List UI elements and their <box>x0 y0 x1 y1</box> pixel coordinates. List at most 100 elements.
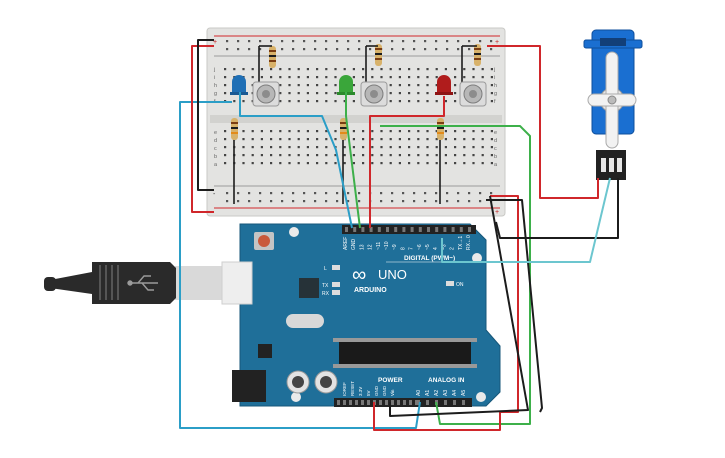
power-pin-label: 5V <box>366 390 371 396</box>
atmega-chip <box>339 340 471 366</box>
red-wire-left-rail <box>191 45 214 213</box>
row-letter: d <box>214 138 217 144</box>
digital-section-label: DIGITAL (PWM~) <box>404 255 455 262</box>
mount-hole <box>291 392 301 402</box>
arduino-uno-board[interactable]: DIGITAL (PWM~) POWER ANALOG IN ∞ UNO ARD… <box>221 223 501 407</box>
row-letter: b <box>214 154 217 160</box>
power-pin-label: Vin <box>390 389 395 396</box>
power-jack <box>232 370 266 402</box>
power-pin-label: IOREF <box>342 382 347 396</box>
row-letter: j <box>213 67 215 73</box>
row-letter: c <box>494 146 497 152</box>
digital-pin-label: ~11 <box>376 242 382 250</box>
resistor[interactable] <box>269 46 276 68</box>
analog-section-label: ANALOG IN <box>428 377 465 384</box>
digital-pin-label: ~5 <box>425 244 431 250</box>
analog-pin-label: A0 <box>416 390 422 396</box>
power-pin-label: 3.3V <box>358 387 363 396</box>
power-pin-label: RESET <box>350 381 355 396</box>
power-header[interactable] <box>370 398 420 407</box>
red-led[interactable] <box>435 75 453 95</box>
analog-pin-label: A1 <box>425 390 431 396</box>
digital-pin-label: 8 <box>400 247 406 250</box>
row-letter: e <box>214 130 217 136</box>
usb-icon <box>127 275 158 291</box>
digital-pin-label: ~9 <box>392 244 398 250</box>
analog-pin-label: A4 <box>452 390 458 396</box>
black-wire-left-rail <box>197 39 214 191</box>
digital-pin-label: ~10 <box>384 241 390 250</box>
rail-plus-label-right: + <box>495 39 499 46</box>
potentiometer[interactable] <box>360 81 388 107</box>
row-letter: j <box>493 67 495 73</box>
mount-hole <box>289 227 299 237</box>
micro-servo[interactable] <box>583 29 643 180</box>
green-wire <box>345 92 361 229</box>
reset-button[interactable] <box>258 235 270 247</box>
rail-plus-label-bottom: + <box>495 209 499 216</box>
digital-pin-label: RX←0 <box>466 235 472 250</box>
usb-cable[interactable] <box>44 261 253 305</box>
rail-minus-label: - <box>213 191 216 198</box>
analog-pin-label: A5 <box>461 390 467 396</box>
tx-led <box>332 282 340 287</box>
resistor[interactable] <box>231 118 238 140</box>
row-letter: g <box>214 91 217 97</box>
black-wire-servo-gnd <box>495 178 619 239</box>
power-pin-label: GND <box>382 385 387 396</box>
red-wire <box>369 96 445 228</box>
power-pin-label: GND <box>374 385 379 396</box>
digital-pin-label: GND <box>351 239 357 251</box>
arduino-logo-icon: ∞ <box>352 264 366 286</box>
potentiometer[interactable] <box>252 81 280 107</box>
resistor[interactable] <box>340 118 347 140</box>
digital-pin-label: ~6 <box>417 244 423 250</box>
row-letter: h <box>494 83 497 89</box>
resistor[interactable] <box>375 44 382 66</box>
row-letter: c <box>214 146 217 152</box>
row-letter: a <box>494 162 498 168</box>
black-wire-power <box>389 195 529 417</box>
analog-pin-label: A3 <box>443 390 449 396</box>
row-letter: d <box>494 138 497 144</box>
digital-header[interactable] <box>342 225 476 234</box>
mount-hole <box>476 392 486 402</box>
l-led <box>332 265 340 270</box>
digital-pin-label: 2 <box>450 247 456 250</box>
row-letter: h <box>214 83 217 89</box>
row-letter: e <box>494 130 497 136</box>
red-wire-rail-top <box>487 45 599 199</box>
digital-pin-label: ~3 <box>441 244 447 250</box>
digital-pin-label: 12 <box>368 244 374 250</box>
analog-pin-label: A2 <box>434 390 440 396</box>
digital-pin-label: 7 <box>409 247 415 250</box>
rx-led <box>332 290 340 295</box>
power-section-label: POWER <box>378 377 403 384</box>
resistor[interactable] <box>474 44 481 66</box>
digital-pin-label: 13 <box>359 244 365 250</box>
center-channel <box>210 115 502 123</box>
resistor[interactable] <box>437 118 444 140</box>
board-model: UNO <box>378 267 407 282</box>
blue-wire <box>239 92 353 229</box>
row-letter: i <box>494 75 495 81</box>
crystal <box>286 314 324 328</box>
analog-header[interactable] <box>414 398 472 407</box>
board-brand: ARDUINO <box>354 287 387 294</box>
row-letter: i <box>214 75 215 81</box>
l-led-label: L <box>324 266 327 272</box>
black-wire-servo <box>486 199 543 413</box>
breadboard-jumpers <box>233 45 477 204</box>
potentiometer[interactable] <box>459 81 487 107</box>
rx-led-label: RX <box>322 291 330 297</box>
on-led <box>446 281 454 286</box>
cyan-servo-signal-wire <box>441 177 611 263</box>
row-letter: b <box>494 154 497 160</box>
usb-chip <box>299 278 319 298</box>
mount-hole <box>472 253 482 263</box>
